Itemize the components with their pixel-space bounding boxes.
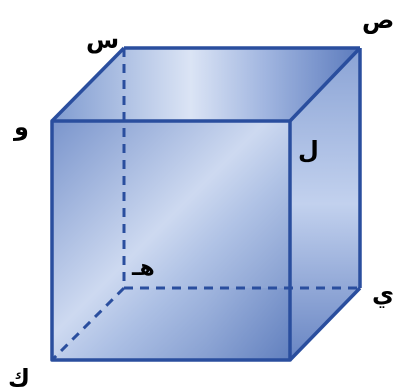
edge-top-right [288, 46, 362, 123]
visible-edges [50, 46, 362, 362]
vertex-label-ha: هـ [131, 256, 155, 281]
hidden-edges [50, 48, 360, 362]
vertex-label-sad: ص [362, 6, 394, 34]
vertex-label-kaf: ك [8, 364, 30, 389]
edge-top-left [50, 46, 126, 123]
cube-right-face [290, 48, 360, 360]
edge-bottom-right [288, 286, 362, 362]
cube-top-face [52, 48, 360, 121]
vertex-label-lam: ل [298, 136, 319, 164]
vertex-label-waw: و [13, 113, 29, 141]
vertex-label-ya: ي [372, 280, 394, 308]
front-face-outline [50, 119, 292, 362]
vertex-label-s: س [86, 26, 119, 54]
hidden-edge-diagonal [50, 286, 126, 362]
